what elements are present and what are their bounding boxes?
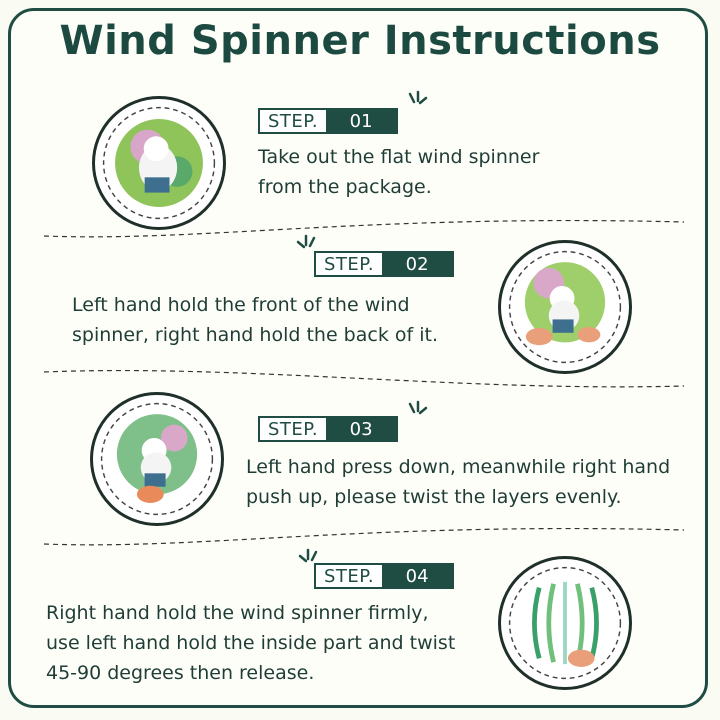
step-4-number: 04 xyxy=(382,565,453,587)
step-1-text: Take out the flat wind spinner from the … xyxy=(258,142,539,202)
step-3-label: STEP. xyxy=(260,418,327,440)
sparkle-icon xyxy=(296,234,316,249)
step-3-number: 03 xyxy=(326,418,397,440)
step-1-badge: STEP. 01 xyxy=(258,108,399,134)
step-2-label: STEP. xyxy=(316,253,383,275)
sparkle-icon xyxy=(408,90,428,105)
step-3-badge: STEP. 03 xyxy=(258,416,399,442)
page-title: Wind Spinner Instructions xyxy=(59,18,661,64)
step-2-image xyxy=(498,240,632,374)
divider-2 xyxy=(44,369,684,388)
step-2-line-1: Left hand hold the front of the wind xyxy=(72,294,410,316)
step-4-line-3: 45-90 degrees then release. xyxy=(46,662,315,684)
sparkle-icon xyxy=(298,548,318,563)
step-3-line-2: push up, please twist the layers evenly. xyxy=(246,486,622,508)
sparkle-icon xyxy=(408,400,428,415)
step-1-line-2: from the package. xyxy=(258,176,432,198)
step-4-line-2: use left hand hold the inside part and t… xyxy=(46,632,456,654)
step-4-line-1: Right hand hold the wind spinner firmly, xyxy=(46,602,429,624)
divider-1 xyxy=(44,219,684,238)
step-1-number: 01 xyxy=(326,110,397,132)
step-3-image xyxy=(90,392,224,526)
step-3-text: Left hand press down, meanwhile right ha… xyxy=(246,452,670,512)
step-1-line-1: Take out the flat wind spinner xyxy=(258,146,540,168)
step-3-line-1: Left hand press down, meanwhile right ha… xyxy=(246,456,671,478)
step-4-text: Right hand hold the wind spinner firmly,… xyxy=(46,598,455,688)
step-2-text: Left hand hold the front of the wind spi… xyxy=(72,290,438,350)
divider-3 xyxy=(44,527,684,546)
step-4-image xyxy=(498,556,632,690)
step-1-image xyxy=(92,96,226,230)
step-4-label: STEP. xyxy=(316,565,383,587)
step-1-label: STEP. xyxy=(260,110,327,132)
step-4-badge: STEP. 04 xyxy=(314,563,455,589)
step-2-badge: STEP. 02 xyxy=(314,251,455,277)
step-2-line-2: spinner, right hand hold the back of it. xyxy=(72,324,438,346)
step-2-number: 02 xyxy=(382,253,453,275)
